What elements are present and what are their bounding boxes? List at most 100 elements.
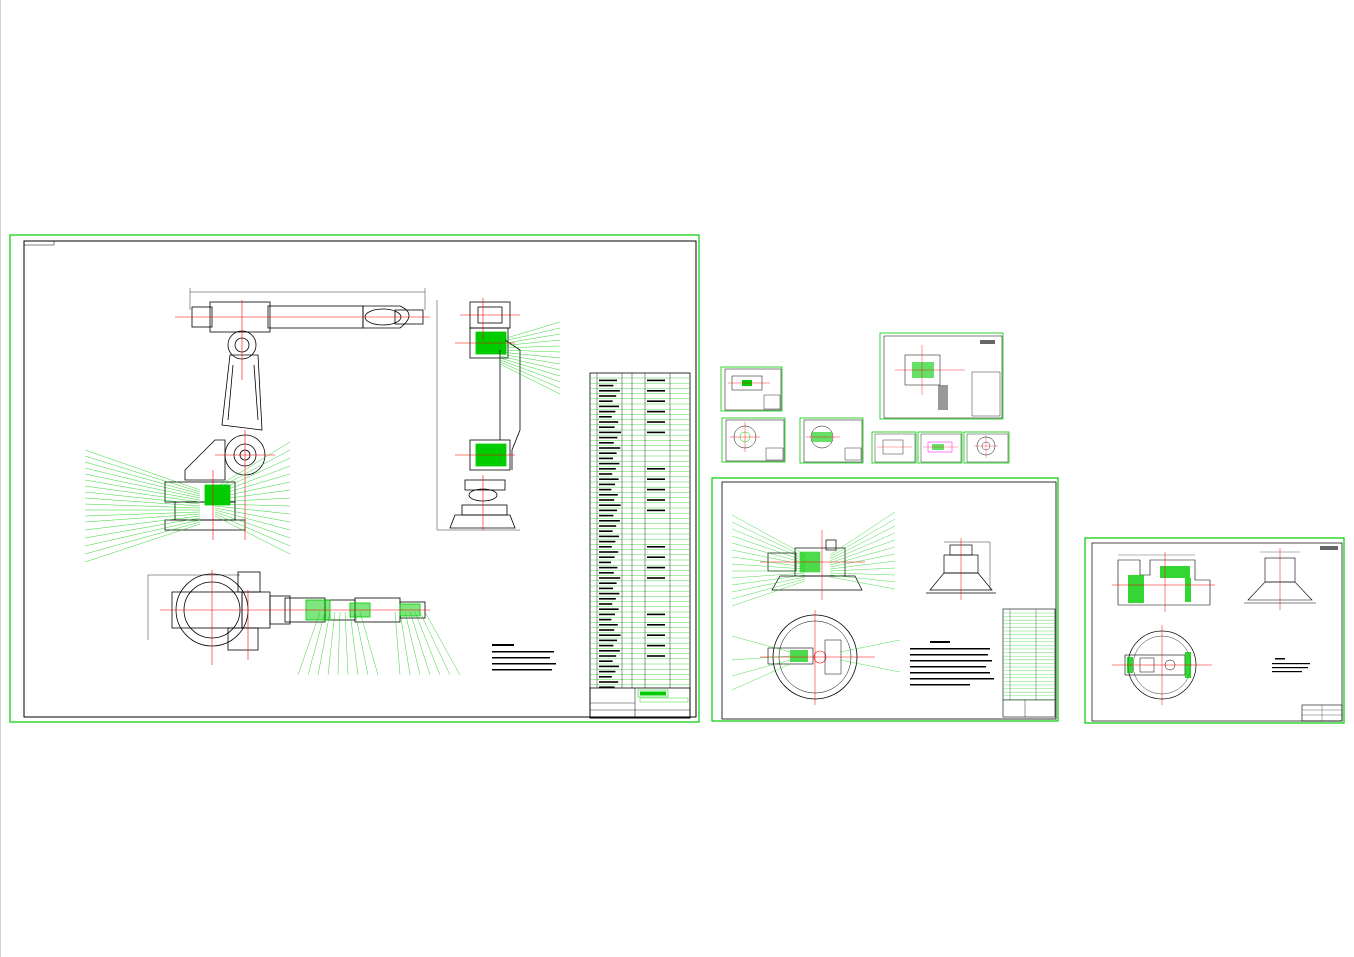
table-cell-text-mark: [599, 676, 612, 678]
sheet-detail-6[interactable]: [917, 431, 963, 464]
table-cell-text-mark: [599, 644, 614, 647]
table-cell-text-mark: [599, 426, 615, 428]
sheet-outer-frame: [963, 431, 1010, 464]
table-cell-text-mark: [599, 592, 620, 595]
table-cell-text-mark: [647, 546, 665, 548]
table-cell-text-mark: [647, 400, 665, 402]
table-cell-text-mark: [599, 384, 614, 387]
table-cell-text-mark: [599, 540, 616, 543]
table-cell-text-mark: [599, 494, 618, 496]
table-cell-text-mark: [599, 629, 615, 631]
table-cell-text-mark: [599, 421, 619, 423]
table-cell-text-mark: [647, 468, 665, 470]
table-cell-text-mark: [647, 624, 665, 626]
sheet-outer-frame: [721, 417, 786, 463]
table-cell-text-mark: [599, 395, 617, 397]
table-cell-text-mark: [599, 613, 615, 616]
table-cell-text-mark: [599, 618, 612, 621]
sheet-detail-7[interactable]: [963, 431, 1010, 464]
table-cell-text-mark: [647, 634, 665, 636]
sheet-detail-5[interactable]: [871, 431, 917, 464]
table-cell-text-mark: [599, 535, 619, 538]
table-cell-text-mark: [647, 478, 665, 480]
table-cell-text-mark: [647, 556, 665, 558]
table-cell-text-mark: [599, 405, 619, 408]
sheet-base-assembly[interactable]: [711, 477, 1059, 722]
table-cell-text-mark: [599, 546, 612, 548]
sheet-outer-frame: [720, 366, 783, 412]
table-cell-text-mark: [599, 468, 616, 470]
table-cell-text-mark: [599, 572, 614, 574]
table-cell-text-mark: [647, 431, 665, 434]
table-cell-text-mark: [647, 509, 665, 512]
table-cell-text-mark: [599, 566, 618, 569]
sheet-outer-frame: [871, 431, 917, 464]
sheet-outer-frame: [9, 234, 700, 723]
sheet-corner-tag: [23, 240, 55, 246]
table-cell-text-mark: [599, 561, 611, 564]
sheet-inner-border: [724, 368, 782, 411]
sheet-outer-frame: [1084, 537, 1345, 724]
table-cell-text-mark: [599, 665, 619, 668]
table-cell-text-mark: [599, 520, 620, 522]
front-view-leaders: [84, 441, 291, 563]
top-view-center-lines: [160, 570, 430, 665]
table-cell-text-mark: [647, 566, 665, 569]
table-cell-text-mark: [647, 499, 665, 501]
table-cell-text-mark: [599, 379, 617, 382]
table-cell-text-mark: [599, 514, 614, 517]
front-view-center-lines: [175, 300, 430, 540]
table-cell-text-mark: [599, 462, 620, 465]
table-cell-text-mark: [599, 504, 621, 506]
side-view-leaders: [499, 321, 561, 395]
table-cell-text-mark: [599, 530, 613, 532]
sheet-inner-border: [1091, 542, 1343, 722]
table-cell-text-mark: [599, 509, 617, 512]
sheet-inner-border: [803, 419, 863, 463]
table-cell-text-mark: [599, 483, 615, 486]
table-cell-text-mark: [647, 421, 665, 423]
top-view-leaders: [297, 611, 461, 676]
sheet-inner-border: [721, 481, 1057, 720]
table-cell-text-mark: [599, 400, 613, 402]
table-cell-text-mark: [599, 452, 617, 454]
sheet-outer-frame: [879, 332, 1004, 420]
table-cell-text-mark: [599, 410, 616, 413]
table-cell-text-mark: [599, 525, 617, 527]
sheet-inner-border: [966, 433, 1009, 463]
parts-list-table: [589, 372, 691, 719]
table-cell-text-mark: [599, 442, 614, 444]
sheet-base-part[interactable]: [1084, 537, 1345, 724]
table-cell-text-mark: [599, 639, 617, 642]
sheet-inner-border: [874, 433, 916, 463]
sheet-inner-border: [725, 419, 785, 462]
table-cell-text-mark: [599, 608, 619, 610]
table-cell-text-mark: [599, 577, 621, 579]
table-cell-text-mark: [599, 473, 613, 475]
table-cell-text-mark: [599, 436, 618, 439]
technical-notes: [492, 644, 556, 671]
table-cell-text-mark: [599, 478, 619, 480]
viewport-edge: [0, 0, 1, 957]
sheet-detail-3[interactable]: [799, 417, 864, 464]
table-cell-text-mark: [599, 670, 616, 673]
table-cell-text-mark: [599, 488, 612, 491]
table-cell-text-mark: [599, 416, 612, 418]
table-cell-text-mark: [599, 686, 615, 688]
table-cell-text-mark: [647, 613, 665, 616]
table-cell-text-mark: [647, 410, 665, 413]
table-cell-text-mark: [647, 577, 665, 579]
sheet-detail-1[interactable]: [720, 366, 783, 412]
sheet-detail-2[interactable]: [721, 417, 786, 463]
sheet-main-assembly[interactable]: [9, 234, 700, 723]
table-cell-text-mark: [647, 488, 665, 491]
sheet-outer-frame: [711, 477, 1059, 722]
table-cell-text-mark: [647, 655, 665, 657]
table-cell-text-mark: [599, 499, 615, 501]
sheet-inner-border: [883, 335, 1003, 419]
table-cell-text-mark: [647, 379, 665, 382]
table-cell-text-mark: [599, 650, 620, 652]
sheet-detail-4[interactable]: [879, 332, 1004, 420]
table-cell-text-mark: [599, 582, 617, 584]
